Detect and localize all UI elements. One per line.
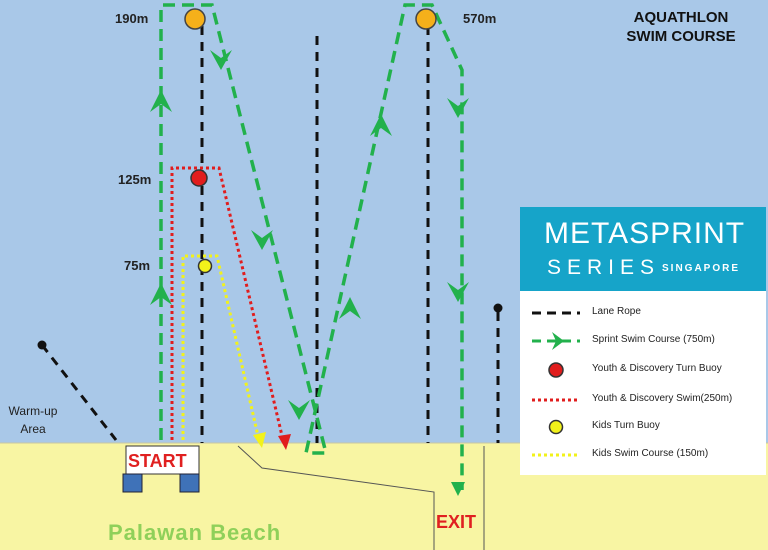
red-dotted-line-icon — [532, 398, 580, 402]
warmup-line-2: Area — [20, 422, 46, 436]
distance-label-125m: 125m — [118, 172, 152, 187]
legend-label: Kids Swim Course (150m) — [592, 448, 709, 459]
sprint-arrow-up-2 — [150, 283, 172, 305]
legend-item-youth-buoy: Youth & Discovery Turn Buoy — [520, 358, 766, 382]
yellow-dotted-line-icon — [532, 453, 580, 457]
sprint-arrow-down-1 — [210, 50, 232, 70]
start-gate — [125, 445, 200, 475]
sprint-arrow-up-4 — [370, 114, 392, 136]
exit-channel-left — [237, 445, 435, 550]
yellow-buoy-icon — [548, 419, 564, 435]
warmup-rope-end — [37, 340, 47, 350]
brand-country: SINGAPORE — [662, 263, 741, 274]
lane-rope-icon — [532, 311, 580, 315]
brand-series: SERIES — [547, 256, 661, 279]
start-post-right — [179, 473, 200, 493]
sprint-arrow-down-2 — [251, 230, 273, 250]
kids-turn-buoy — [197, 258, 213, 274]
legend-panel: METASPRINT SERIES SINGAPORE Lane Rope Sp… — [520, 207, 766, 475]
sprint-course-icon — [532, 332, 580, 350]
beach-name: Palawan Beach — [108, 520, 282, 545]
legend-label: Youth & Discovery Turn Buoy — [592, 363, 722, 374]
sprint-arrow-down-4 — [447, 98, 469, 118]
exit-label: EXIT — [436, 512, 477, 532]
map-title: AQUATHLON SWIM COURSE — [606, 8, 756, 46]
youth-course-route — [170, 166, 285, 441]
sprint-arrow-up-3 — [339, 297, 361, 319]
legend-item-youth-course: Youth & Discovery Swim(250m) — [520, 388, 766, 412]
sprint-arrow-exit — [451, 482, 465, 496]
distance-label-75m: 75m — [124, 258, 151, 273]
red-buoy-icon — [548, 362, 564, 378]
sprint-arrow-down-5 — [447, 282, 469, 302]
distance-label-570m: 570m — [463, 11, 497, 26]
kids-course-route — [181, 254, 260, 440]
warmup-line-1: Warm-up — [8, 404, 58, 418]
start-post-left — [122, 473, 143, 493]
title-line-1: AQUATHLON — [633, 9, 729, 26]
legend-item-sprint-course: Sprint Swim Course (750m) — [520, 329, 766, 353]
sprint-arrow-up-1 — [150, 90, 172, 112]
brand-name: METASPRINT — [544, 217, 746, 250]
legend-label: Youth & Discovery Swim(250m) — [592, 393, 733, 404]
title-line-2: SWIM COURSE — [626, 28, 736, 45]
brand-logo: METASPRINT SERIES SINGAPORE — [520, 207, 766, 291]
sprint-arrow-down-3 — [288, 400, 310, 420]
youth-arrow — [278, 434, 291, 450]
turn-buoy-570m — [415, 8, 437, 30]
youth-turn-buoy — [190, 169, 208, 187]
sprint-course-route — [159, 3, 464, 490]
start-label: START — [128, 451, 187, 471]
kids-arrow — [253, 432, 266, 448]
legend-item-lane-rope: Lane Rope — [520, 301, 766, 325]
legend-label: Sprint Swim Course (750m) — [592, 334, 715, 345]
warmup-rope — [40, 344, 118, 441]
legend-item-kids-course: Kids Swim Course (150m) — [520, 443, 766, 467]
legend-label: Lane Rope — [592, 306, 641, 317]
legend-label: Kids Turn Buoy — [592, 420, 660, 431]
turn-buoy-190m — [184, 8, 206, 30]
warmup-area-label: Warm-up Area — [2, 402, 64, 438]
legend-item-kids-buoy: Kids Turn Buoy — [520, 415, 766, 439]
distance-label-190m: 190m — [115, 11, 149, 26]
lane-rope-4-end — [493, 303, 503, 313]
